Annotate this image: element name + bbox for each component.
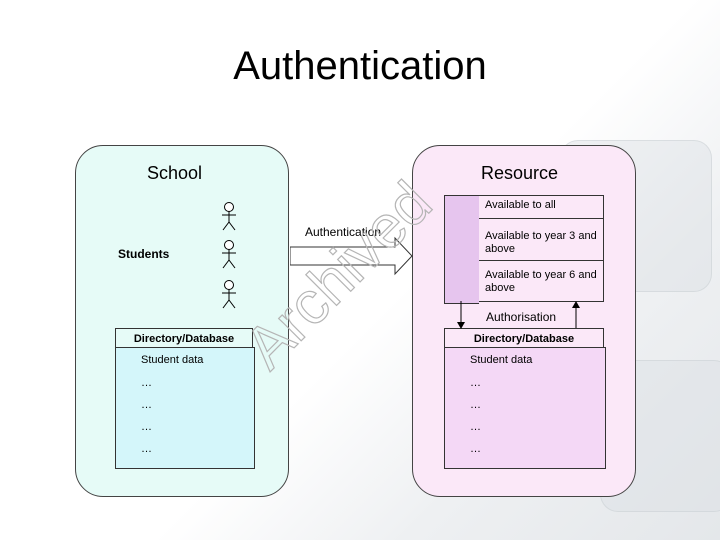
school-directory-row: … bbox=[141, 443, 152, 455]
school-directory-row: … bbox=[141, 421, 152, 433]
authentication-label: Authentication bbox=[305, 225, 382, 239]
school-directory-row: Student data bbox=[141, 354, 204, 366]
resource-access-level-text: Available to all bbox=[485, 199, 556, 211]
authentication-arrow bbox=[290, 236, 413, 276]
school-title: School bbox=[147, 163, 203, 183]
resource-access-level-text: Available to year 3 and above bbox=[485, 230, 597, 255]
resource-directory-header: Directory/Database bbox=[444, 328, 604, 348]
school-directory-header: Directory/Database bbox=[115, 328, 253, 348]
school-directory-row: … bbox=[141, 377, 152, 389]
resource-directory-row: … bbox=[470, 399, 481, 411]
resource-title: Resource bbox=[481, 163, 559, 183]
slide-title: Authentication bbox=[233, 44, 487, 88]
resource-directory-row: … bbox=[470, 421, 481, 433]
student-figure-icon bbox=[222, 280, 236, 309]
resource-directory-table bbox=[444, 347, 606, 469]
school-directory-row: … bbox=[141, 399, 152, 411]
student-figure-icon bbox=[222, 202, 236, 231]
resource-side-strip bbox=[444, 195, 479, 304]
authorisation-arrows bbox=[457, 301, 580, 329]
authorisation-label: Authorisation bbox=[486, 310, 557, 324]
resource-access-level-text: Available to year 6 and above bbox=[485, 269, 597, 294]
student-figure-icon bbox=[222, 240, 236, 269]
resource-directory-row: … bbox=[470, 443, 481, 455]
resource-directory-row: … bbox=[470, 377, 481, 389]
school-directory-table bbox=[115, 347, 255, 469]
students-label: Students bbox=[118, 247, 170, 261]
resource-directory-row: Student data bbox=[470, 354, 533, 366]
